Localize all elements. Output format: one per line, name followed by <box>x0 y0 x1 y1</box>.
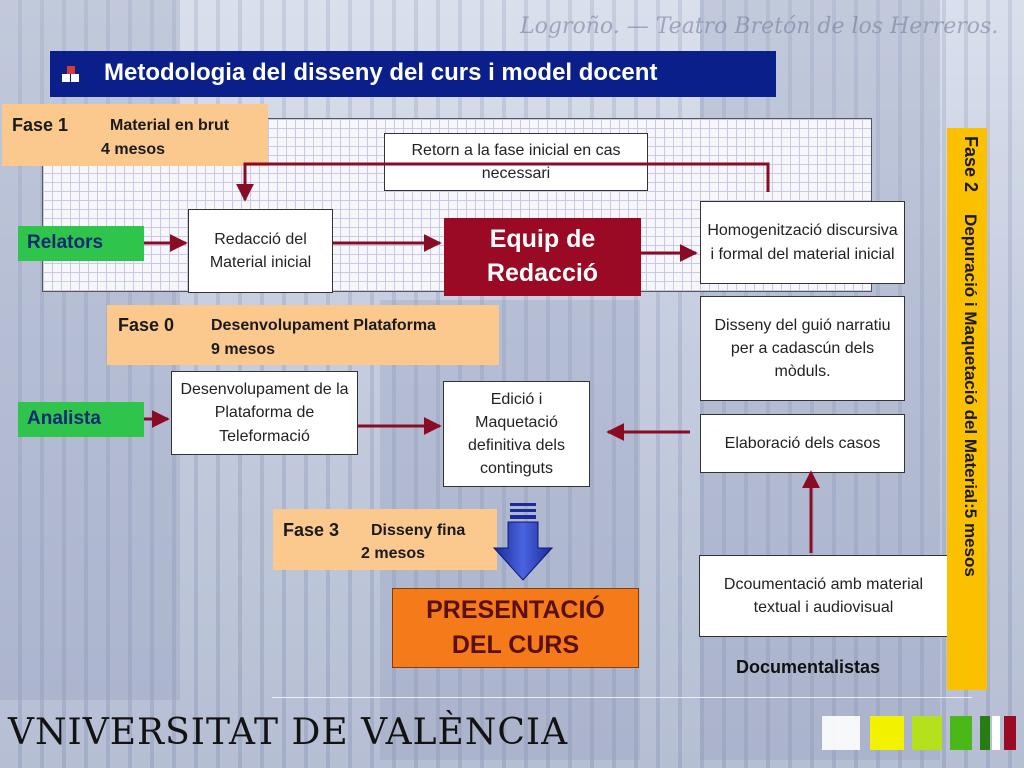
equip-redaccio-box: Equip de Redacció <box>444 218 641 296</box>
elaboracio-box: Elaboració dels casos <box>700 414 905 473</box>
footer-square-5 <box>980 716 990 750</box>
university-logo: VNIVERSITAT DE VALÈNCIA <box>8 712 569 753</box>
redaccio-box: Redacció del Material inicial <box>188 209 333 293</box>
equip-line-1: Equip de <box>489 225 596 254</box>
footer-square-7 <box>1004 716 1016 750</box>
phase-3-name: Fase 3 <box>283 520 340 540</box>
footer-square-6 <box>992 716 1000 750</box>
desenv-plataforma-box: Desenvolupament de la Plataforma de Tele… <box>171 371 358 455</box>
title-bar: Metodologia del disseny del curs i model… <box>50 51 776 97</box>
disseny-guio-box: Disseny del guió narratiu per a cadascún… <box>700 296 905 401</box>
presentacio-box: PRESENTACIÓ DEL CURS <box>392 588 639 668</box>
edicio-box: Edició i Maquetació definitiva dels cont… <box>443 381 590 487</box>
phase-0-name: Fase 0 <box>118 315 175 335</box>
phase-1-desc: Material en brut <box>110 117 230 134</box>
phase-1-label: Fase 1 Material en brut 4 mesos <box>2 104 268 166</box>
phase-0-duration: 9 mesos <box>211 341 276 358</box>
return-loop-arrow <box>236 162 770 202</box>
phase-2-bar: Fase 2Depuració i Maquetació del Materia… <box>947 128 987 690</box>
role-analista: Analista <box>18 402 144 437</box>
phase-1-name: Fase 1 <box>12 115 69 135</box>
footer-square-2 <box>870 716 904 750</box>
footer-divider <box>272 697 972 698</box>
present-line-1: PRESENTACIÓ <box>426 596 605 624</box>
homogen-box: Homogenització discursiva i formal del m… <box>700 201 905 284</box>
slide-bullet-icon <box>62 66 79 82</box>
phase-1-duration: 4 mesos <box>101 141 166 158</box>
return-box: Retorn a la fase inicial en cas necessar… <box>384 133 648 191</box>
background-caption: Logroño. — Teatro Bretón de los Herreros… <box>520 14 999 39</box>
big-down-arrow <box>492 503 554 581</box>
footer-square-4 <box>950 716 972 750</box>
role-relators: Relators <box>18 226 144 261</box>
footer-square-3 <box>912 716 942 750</box>
role-documentalistas: Documentalistas <box>736 657 881 677</box>
equip-line-2: Redacció <box>486 259 599 287</box>
phase-0-label: Fase 0 Desenvolupament Plataforma 9 meso… <box>107 305 499 365</box>
phase-3-duration: 2 mesos <box>361 545 426 562</box>
page-title: Metodologia del disseny del curs i model… <box>104 59 658 86</box>
footer-square-1 <box>822 716 860 750</box>
documentacio-box: Dcoumentació amb material textual i audi… <box>699 555 948 637</box>
phase-0-desc: Desenvolupament Plataforma <box>211 317 436 334</box>
phase-3-desc: Disseny fina <box>371 522 466 539</box>
present-line-2: DEL CURS <box>451 631 580 659</box>
phase-3-label: Fase 3 Disseny fina 2 mesos <box>273 509 497 570</box>
